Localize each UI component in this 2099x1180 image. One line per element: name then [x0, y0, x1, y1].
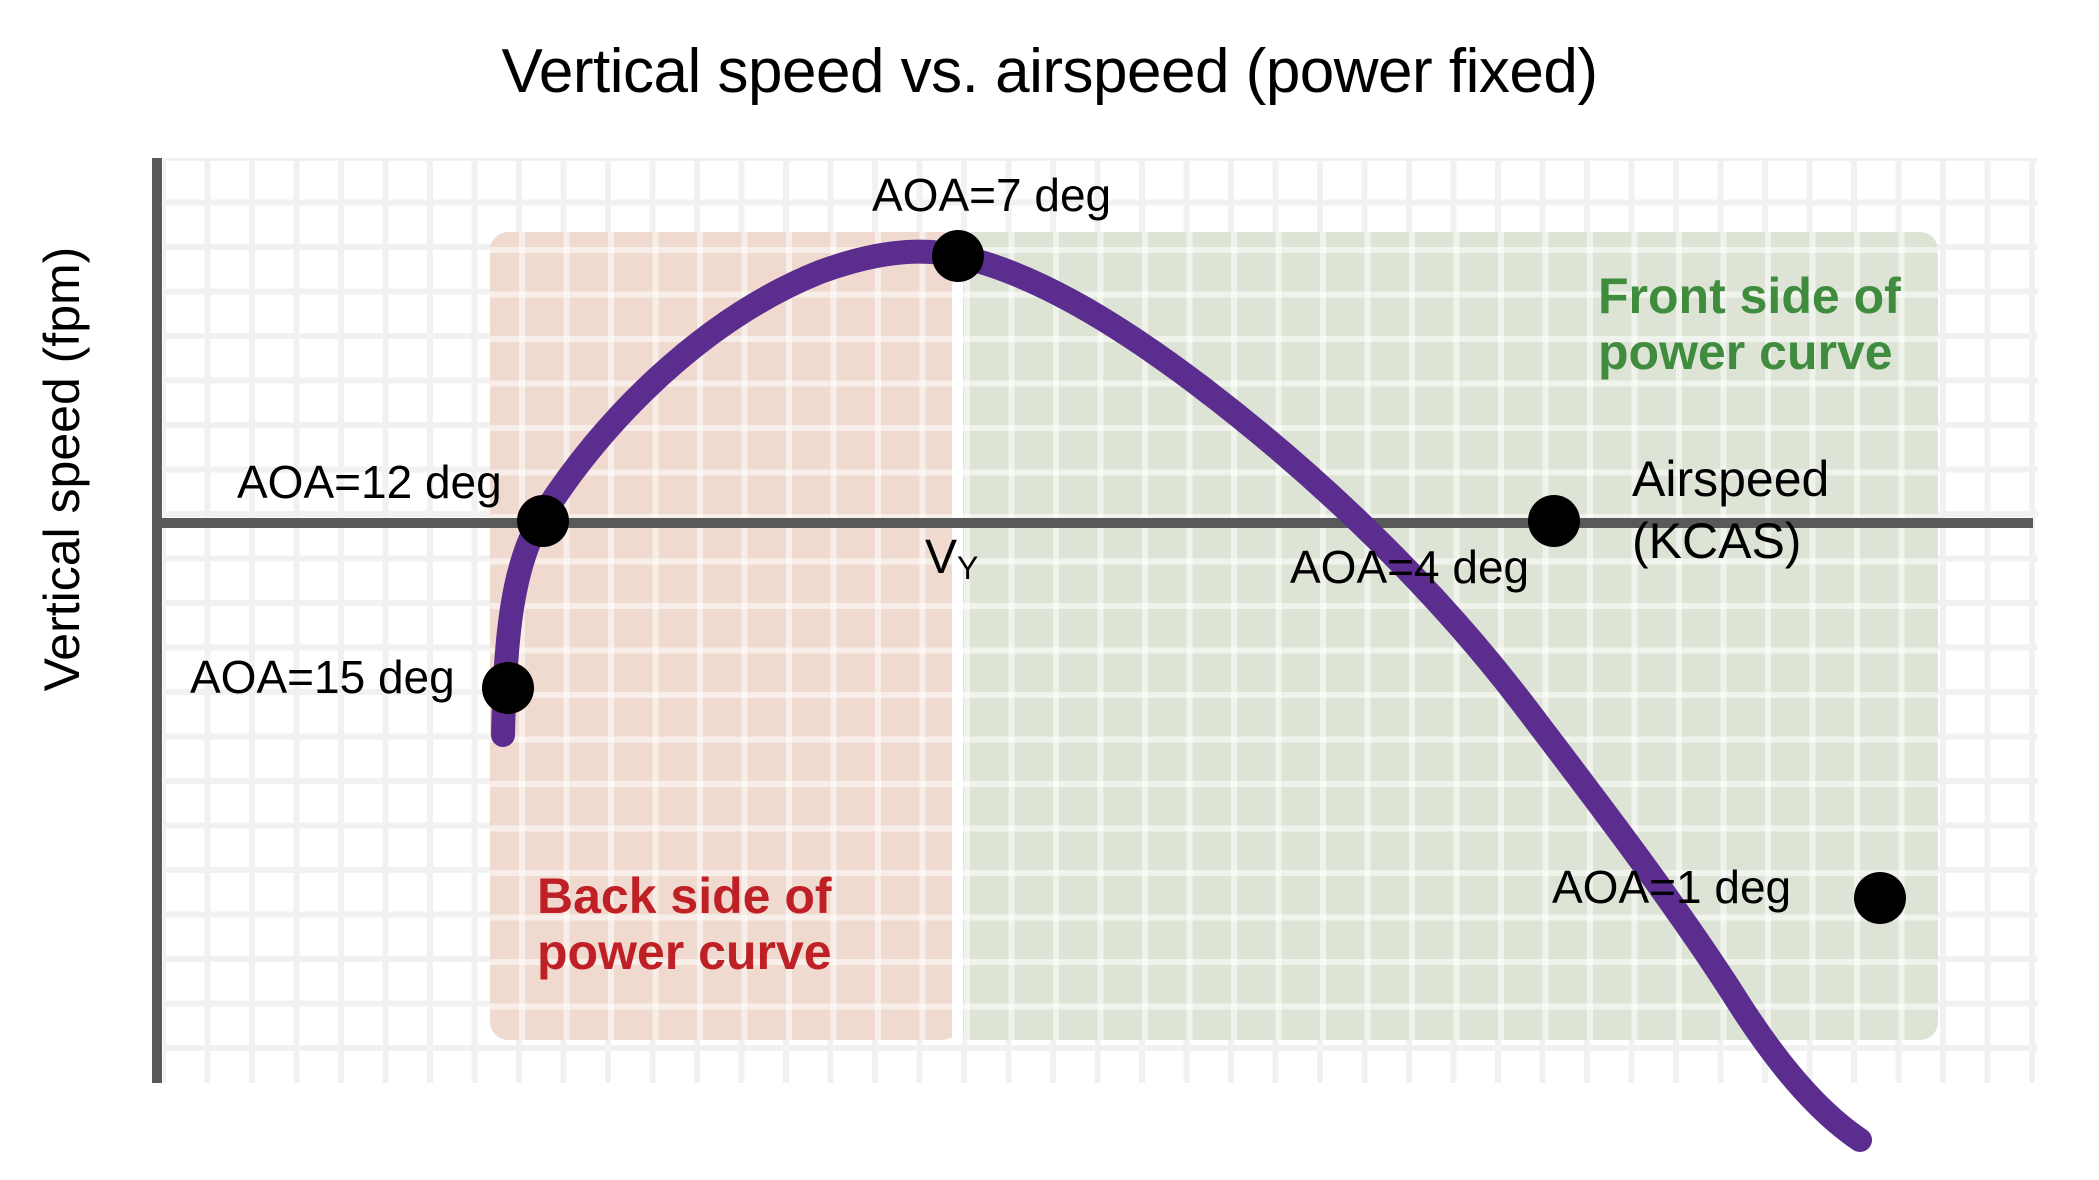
x-axis-label: Airspeed (KCAS)	[1632, 448, 1829, 572]
y-axis-line	[152, 158, 162, 1083]
x-axis-label-line1: Airspeed	[1632, 451, 1830, 507]
data-label-aoa1: AOA=1 deg	[1552, 861, 1792, 913]
data-label-aoa15: AOA=15 deg	[190, 651, 455, 703]
front-side-caption-line1: Front side of	[1598, 268, 1901, 324]
back-side-region-caption: Back side of power curve	[537, 868, 832, 980]
data-label-aoa4: AOA=4 deg	[1290, 541, 1530, 593]
data-label-aoa7: AOA=7 deg	[872, 169, 1112, 221]
chart-title: Vertical speed vs. airspeed (power fixed…	[501, 37, 1598, 106]
back-side-caption-line1: Back side of	[537, 868, 832, 924]
y-axis-label: Vertical speed (fpm)	[34, 246, 90, 692]
front-side-caption-line2: power curve	[1598, 324, 1893, 380]
vy-annotation: VY	[925, 530, 979, 586]
vy-divider-line	[952, 232, 963, 1042]
data-label-aoa12: AOA=12 deg	[237, 456, 502, 508]
vy-annotation-main: V	[925, 531, 958, 584]
x-axis-label-line2: (KCAS)	[1632, 513, 1802, 569]
vy-annotation-subscript: Y	[957, 550, 979, 586]
front-side-region-caption: Front side of power curve	[1598, 268, 1901, 380]
back-side-caption-line2: power curve	[537, 924, 832, 980]
